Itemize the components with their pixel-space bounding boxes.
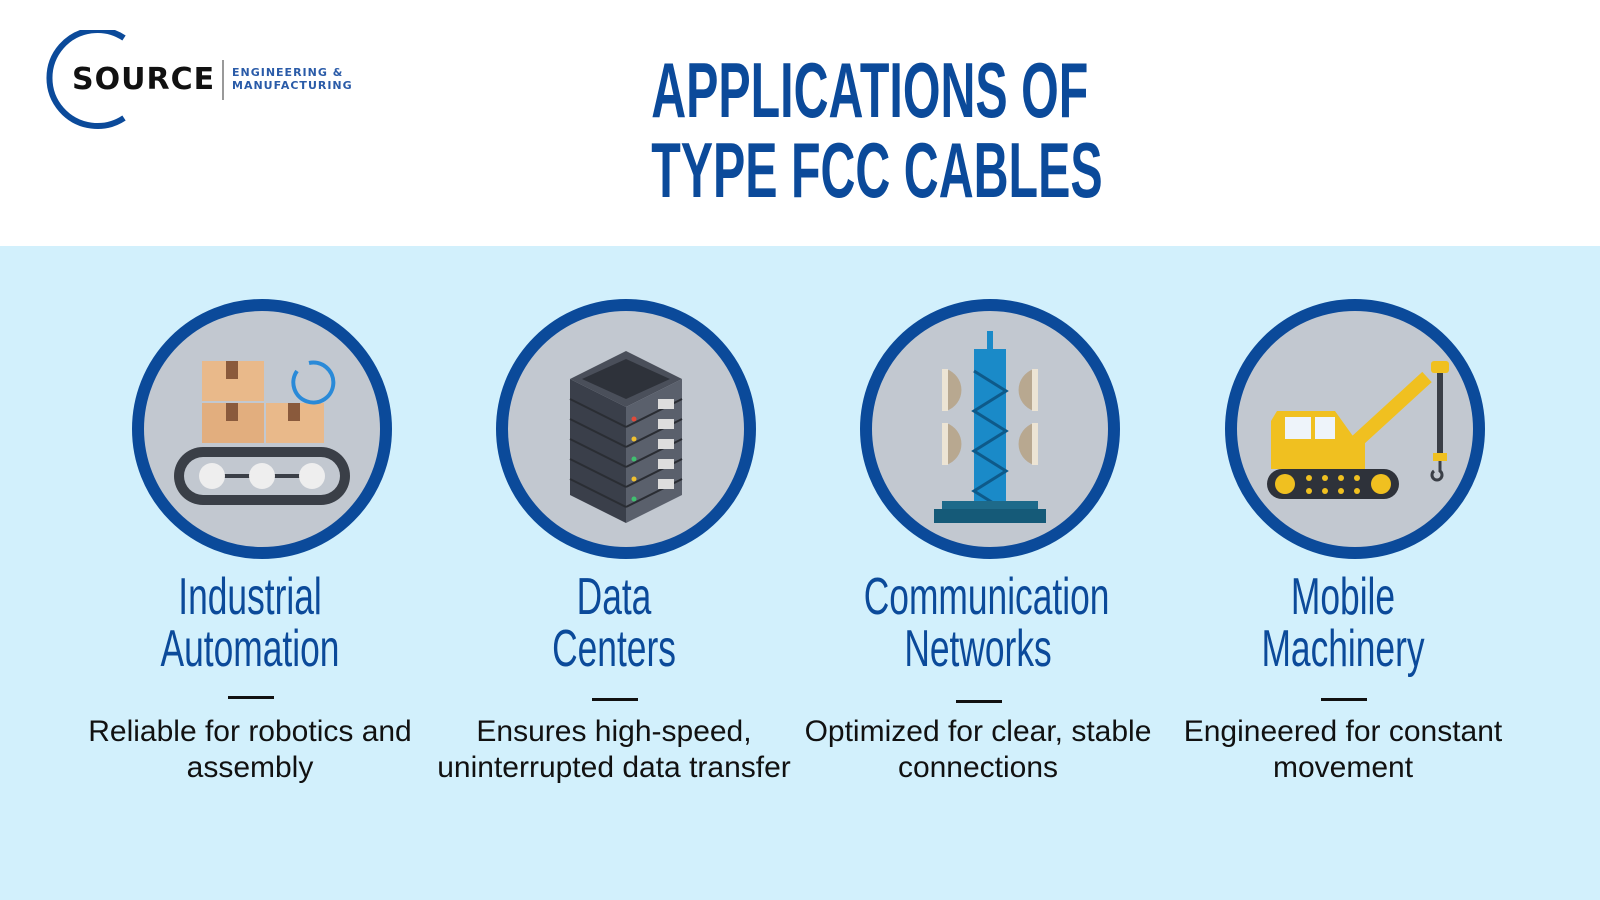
- application-description: Optimized for clear, stable connections: [804, 715, 1152, 784]
- application-heading: Mobile Machinery: [1229, 571, 1457, 675]
- heading-line2: Centers: [552, 620, 676, 678]
- logo-brand: SOURCE: [72, 62, 216, 97]
- logo-tagline: ENGINEERING & MANUFACTURING: [232, 66, 353, 92]
- application-description: Ensures high-speed, uninterrupted data t…: [437, 715, 791, 784]
- application-heading: Data Centers: [500, 571, 728, 675]
- heading-line1: Mobile: [1290, 568, 1396, 626]
- logo-arc-icon: [46, 30, 126, 129]
- logo-tagline-line2: MANUFACTURING: [232, 79, 353, 92]
- divider: [228, 696, 274, 699]
- divider: [956, 700, 1002, 703]
- application-heading: Communication Networks: [863, 568, 1110, 678]
- conveyor-boxes-icon: [132, 299, 392, 559]
- page-title: APPLICATIONS OF TYPE FCC CABLES: [651, 46, 1103, 214]
- title-line2: TYPE FCC CABLES: [651, 126, 1103, 214]
- crane-truck-icon: [1225, 299, 1485, 559]
- application-description: Engineered for constant movement: [1183, 715, 1503, 784]
- heading-line2: Networks: [904, 620, 1052, 678]
- heading-line2: Machinery: [1261, 620, 1425, 678]
- heading-line1: Data: [576, 568, 652, 626]
- divider: [1321, 698, 1367, 701]
- logo-tagline-line1: ENGINEERING &: [232, 66, 344, 79]
- logo-divider: [222, 60, 224, 100]
- source-logo: SOURCE ENGINEERING & MANUFACTURING: [34, 30, 374, 134]
- heading-line1: Communication: [863, 568, 1110, 626]
- server-rack-icon: [496, 299, 756, 559]
- cell-tower-icon: [860, 299, 1120, 559]
- applications-section: Industrial Automation Reliable for robot…: [0, 246, 1600, 900]
- title-line1: APPLICATIONS OF: [651, 46, 1089, 134]
- application-description: Reliable for robotics and assembly: [88, 715, 412, 784]
- heading-line2: Automation: [160, 620, 340, 678]
- divider: [592, 698, 638, 701]
- header: SOURCE ENGINEERING & MANUFACTURING APPLI…: [0, 0, 1600, 246]
- application-heading: Industrial Automation: [136, 571, 364, 675]
- heading-line1: Industrial: [178, 568, 322, 626]
